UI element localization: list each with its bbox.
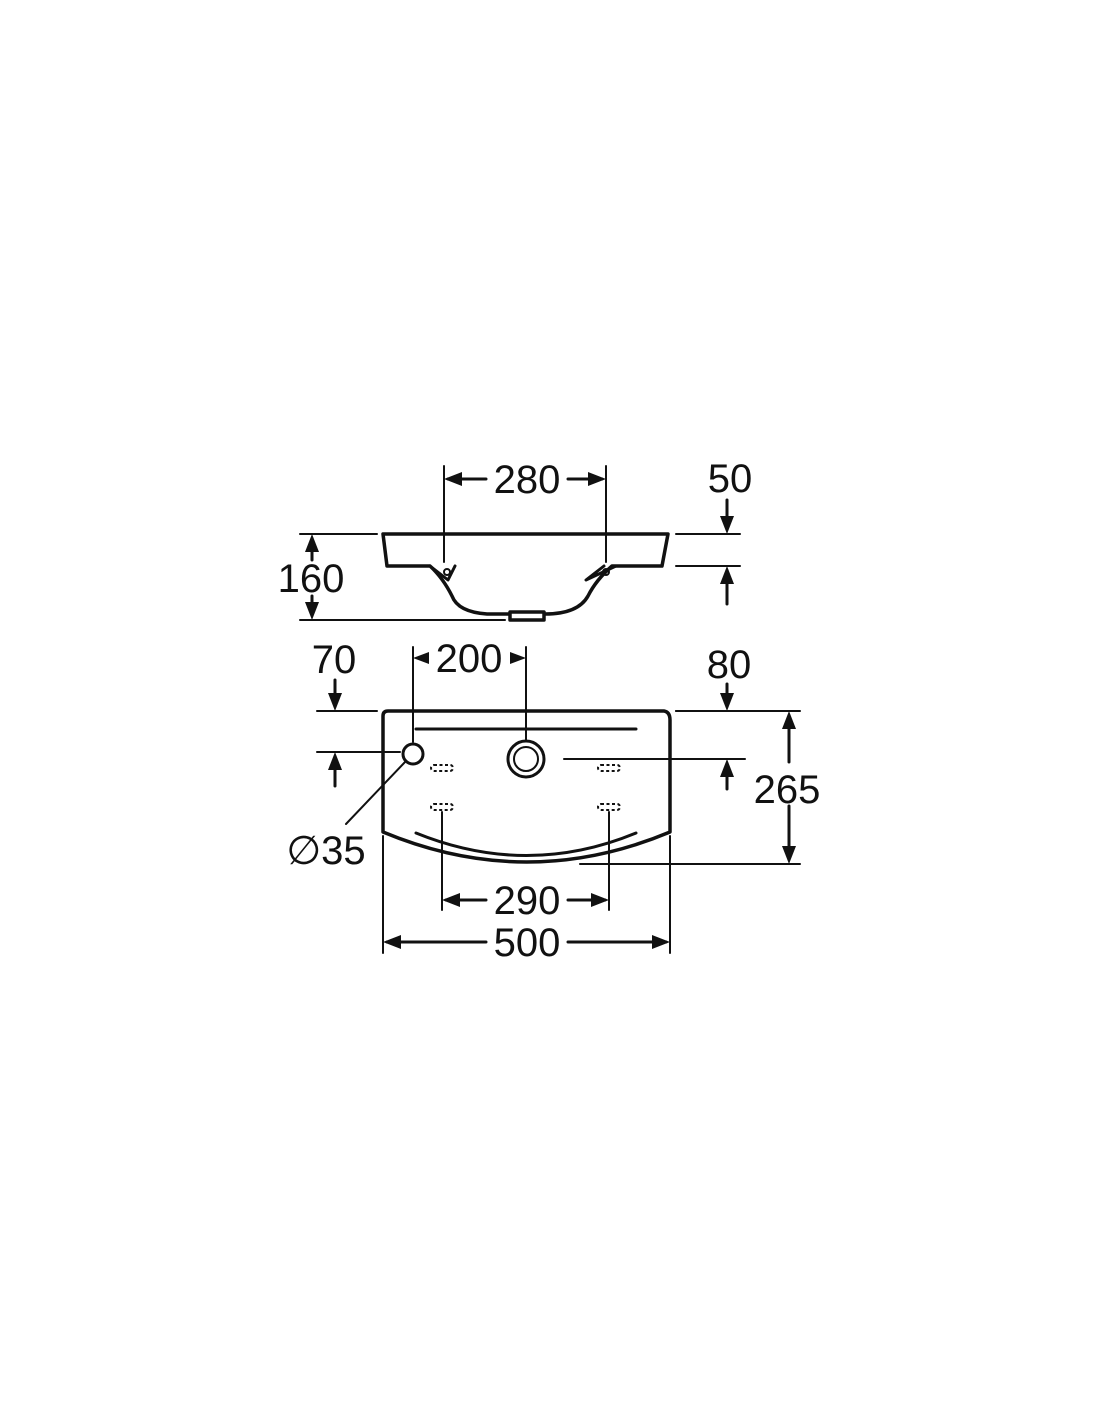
bracket-left (428, 564, 457, 582)
top-view: 200 70 80 265 ∅35 290 (286, 637, 820, 965)
basin-side-profile (381, 532, 670, 616)
arrow-265-bottom (782, 846, 796, 864)
arrow-70-bottom (328, 752, 342, 770)
dim-label-80: 80 (707, 643, 752, 687)
leader-diameter (345, 761, 406, 825)
arrow-80-top (720, 693, 734, 711)
arrow-50-bottom (720, 566, 734, 584)
tap-hole-inner (513, 746, 539, 772)
overflow-hole (401, 742, 425, 766)
dim-label-280: 280 (494, 458, 561, 502)
bracket-right-hole (602, 568, 610, 576)
bracket-mark-top-right (597, 764, 621, 772)
bracket-left-hole (443, 568, 451, 576)
dim-label-290: 290 (494, 879, 561, 923)
side-view: 280 50 160 (278, 457, 753, 622)
bracket-mark-top-left (430, 764, 454, 772)
arrow-290-right (591, 893, 609, 907)
arrow-500-left (383, 935, 401, 949)
dim-label-200: 200 (436, 637, 503, 681)
arrow-265-top (782, 711, 796, 729)
arrow-280-right (588, 472, 606, 486)
basin-plan-outline (381, 709, 672, 864)
arrow-160-top (305, 534, 319, 552)
arrow-500-right (652, 935, 670, 949)
dim-label-500: 500 (494, 921, 561, 965)
arrow-290-left (442, 893, 460, 907)
arrow-160-bottom (305, 602, 319, 620)
dim-label-diameter: ∅35 (286, 829, 365, 873)
waste-outlet (508, 610, 546, 622)
bracket-mark-bottom-left (430, 803, 454, 811)
arrow-80-bottom (720, 759, 734, 777)
dim-label-265: 265 (754, 768, 821, 812)
arrow-200-left (413, 652, 429, 664)
bracket-mark-bottom-right (597, 803, 621, 811)
dim-label-160: 160 (278, 557, 345, 601)
arrow-50-top (720, 516, 734, 534)
arrow-70-top (328, 693, 342, 711)
arrow-280-left (444, 472, 462, 486)
arrow-200-right (510, 652, 526, 664)
bracket-right (584, 564, 618, 582)
dim-label-50: 50 (708, 457, 753, 501)
dim-label-70: 70 (312, 638, 357, 682)
